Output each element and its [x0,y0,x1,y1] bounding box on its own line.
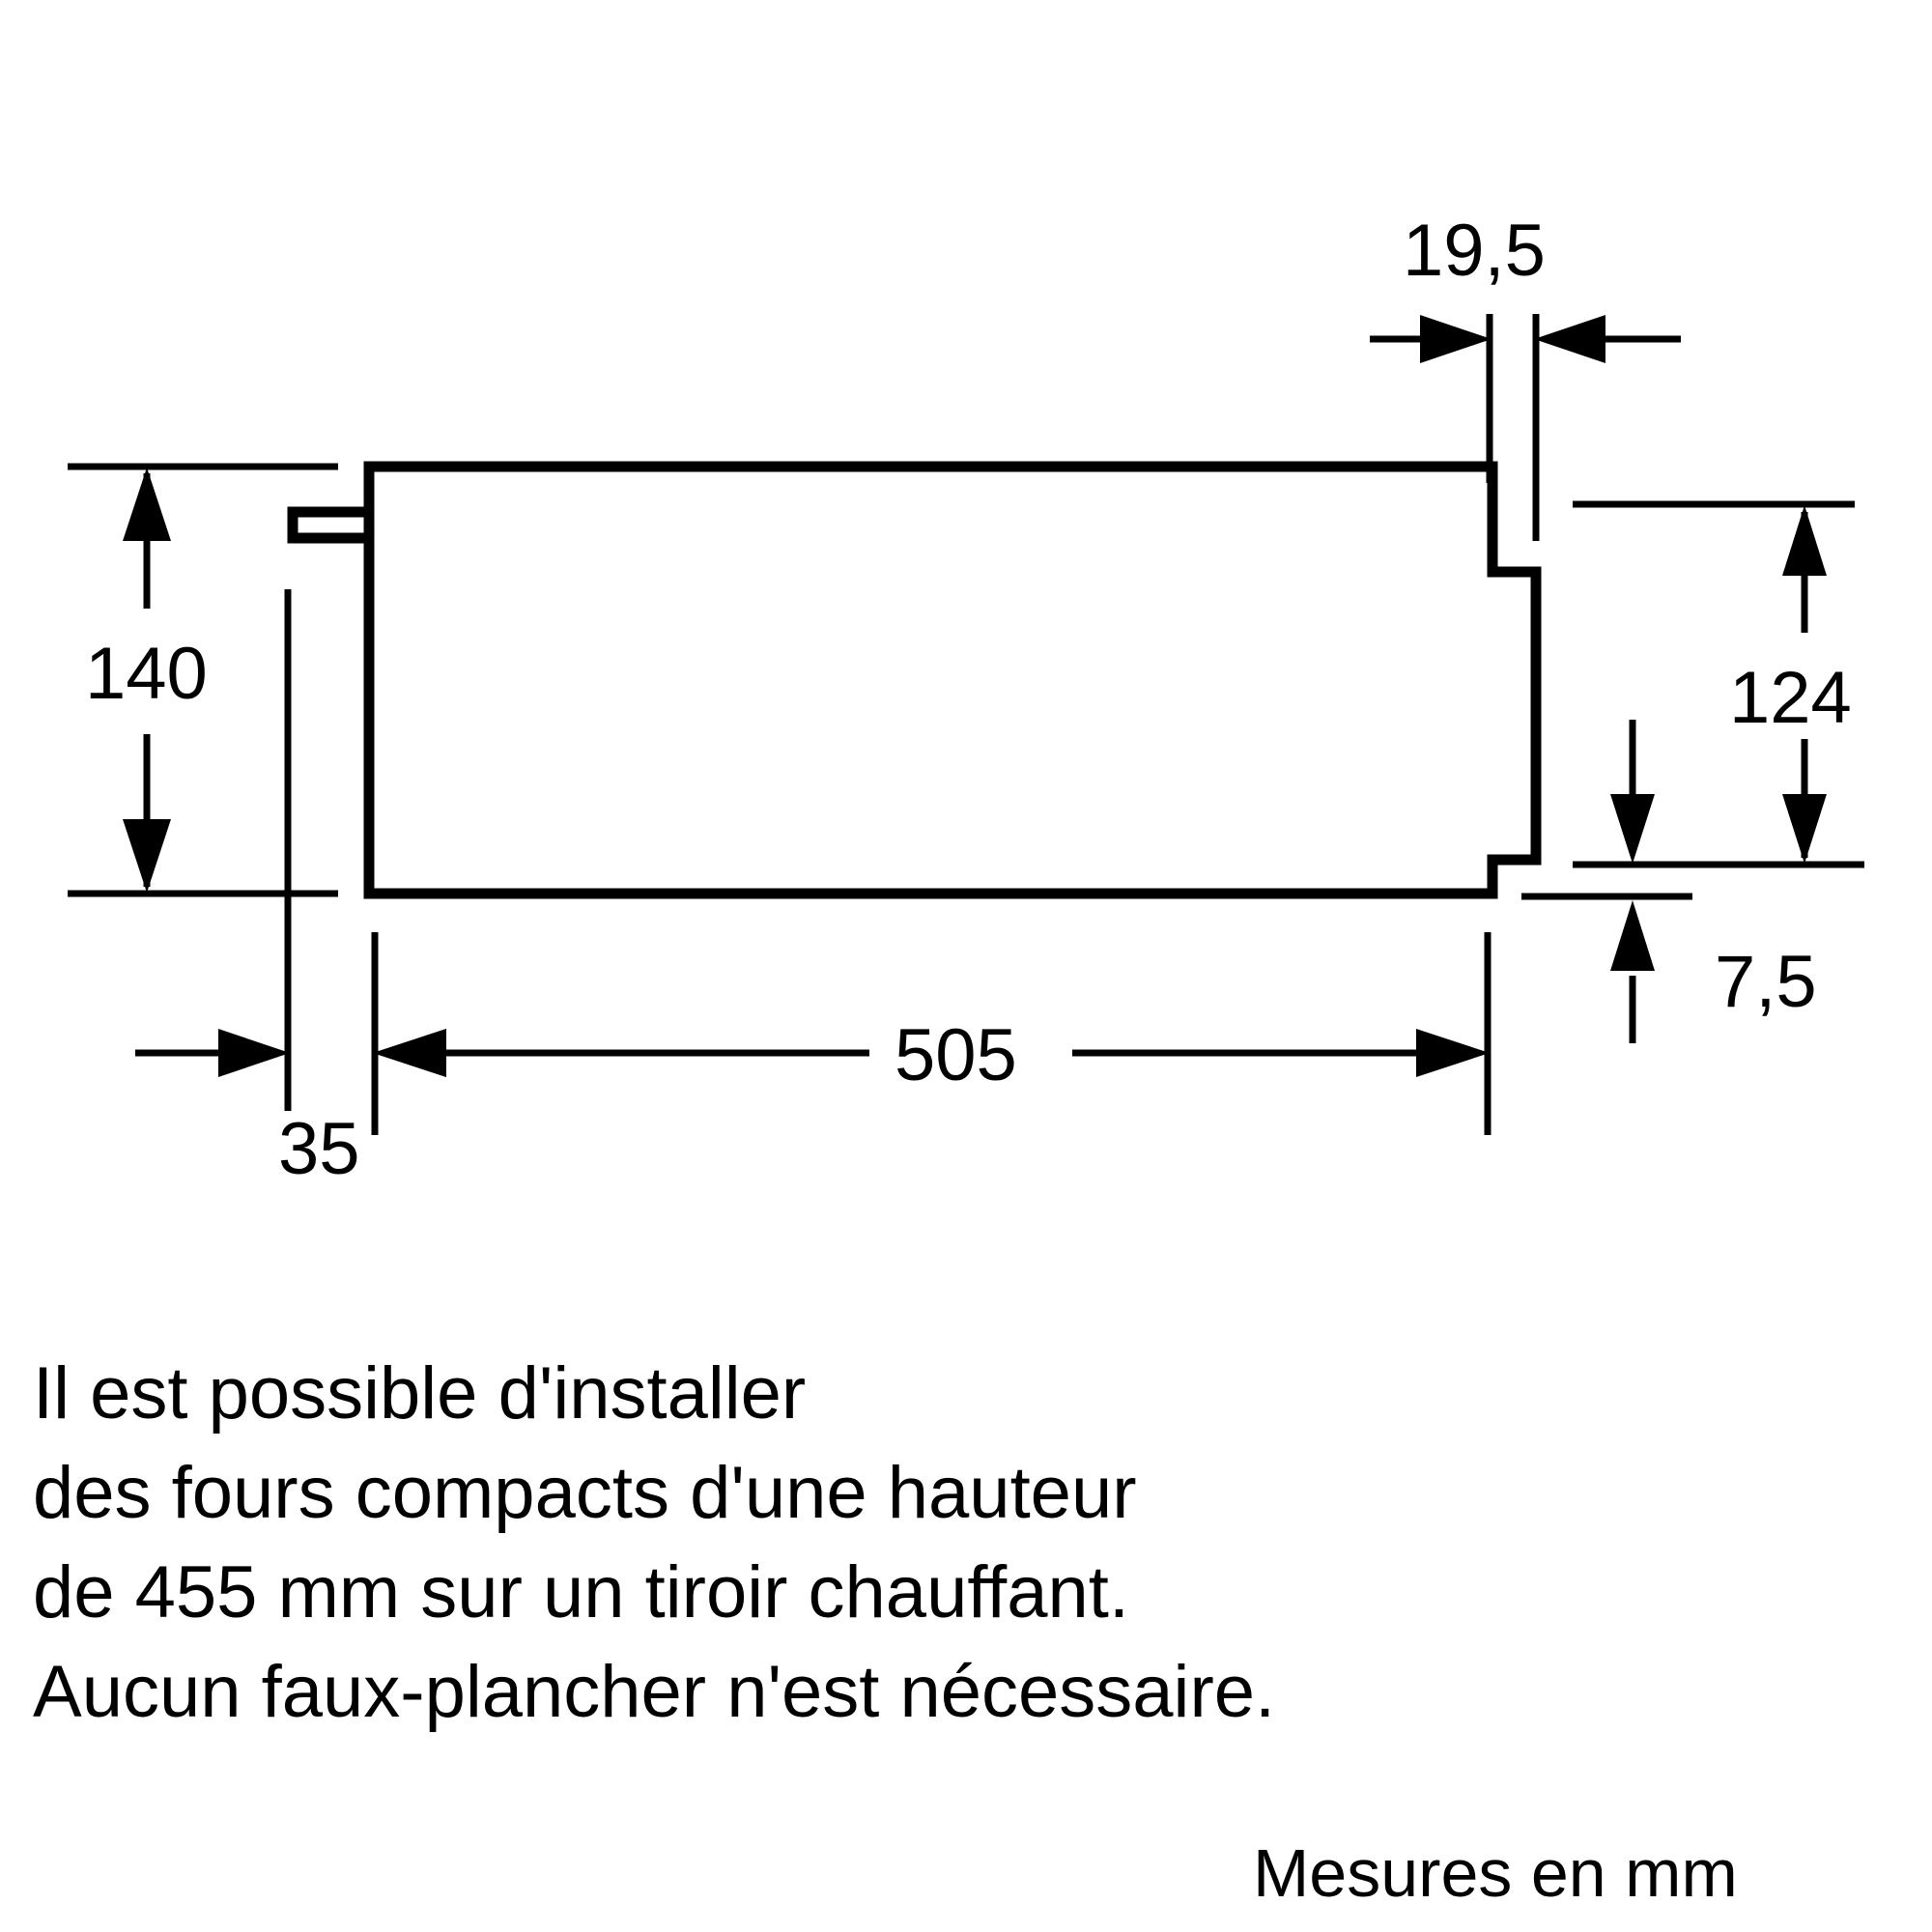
arrow-up-icon [1610,900,1655,971]
niche-bottom-pointer [1610,720,1655,864]
arrow-right-icon [1420,315,1492,363]
dimension-505: 505 [371,932,1492,1135]
arrow-right-icon [218,1029,290,1077]
arrow-down-icon [1610,794,1655,864]
drawer-handle-tab [287,506,369,544]
units-note-block: Mesures en mm [1253,1835,1738,1911]
dimension-35: 35 [135,589,446,1190]
dimension-140: 140 [68,463,338,897]
arrow-up-icon [1782,505,1827,576]
note-line-1: Il est possible d'installer [33,1352,806,1435]
arrow-left-icon [1534,315,1605,363]
note-line-4: Aucun faux-plancher n'est nécessaire. [33,1651,1275,1733]
arrow-down-icon [123,819,171,893]
units-note: Mesures en mm [1253,1835,1738,1911]
dimension-label-7-5: 7,5 [1715,941,1817,1023]
dimension-label-505: 505 [895,1014,1017,1096]
arrow-down-icon [1782,794,1827,864]
note-line-3: de 455 mm sur un tiroir chauffant. [33,1551,1129,1634]
dimension-19-5: 19,5 [1370,210,1681,541]
dimension-label-35: 35 [278,1108,360,1190]
arrow-right-icon [1416,1029,1490,1077]
dimension-label-124: 124 [1729,657,1852,739]
drawer-body-outline [363,461,1542,899]
dimension-7-5: 7,5 [1521,893,1817,1043]
arrow-up-icon [123,468,171,541]
dimension-124: 124 [1573,500,1864,868]
dimension-label-19-5: 19,5 [1403,210,1546,292]
note-line-2: des fours compacts d'une hauteur [33,1452,1137,1534]
dimension-label-140: 140 [85,633,208,715]
installation-note-block: Il est possible d'installer des fours co… [33,1352,1275,1733]
arrow-left-icon [373,1029,446,1077]
